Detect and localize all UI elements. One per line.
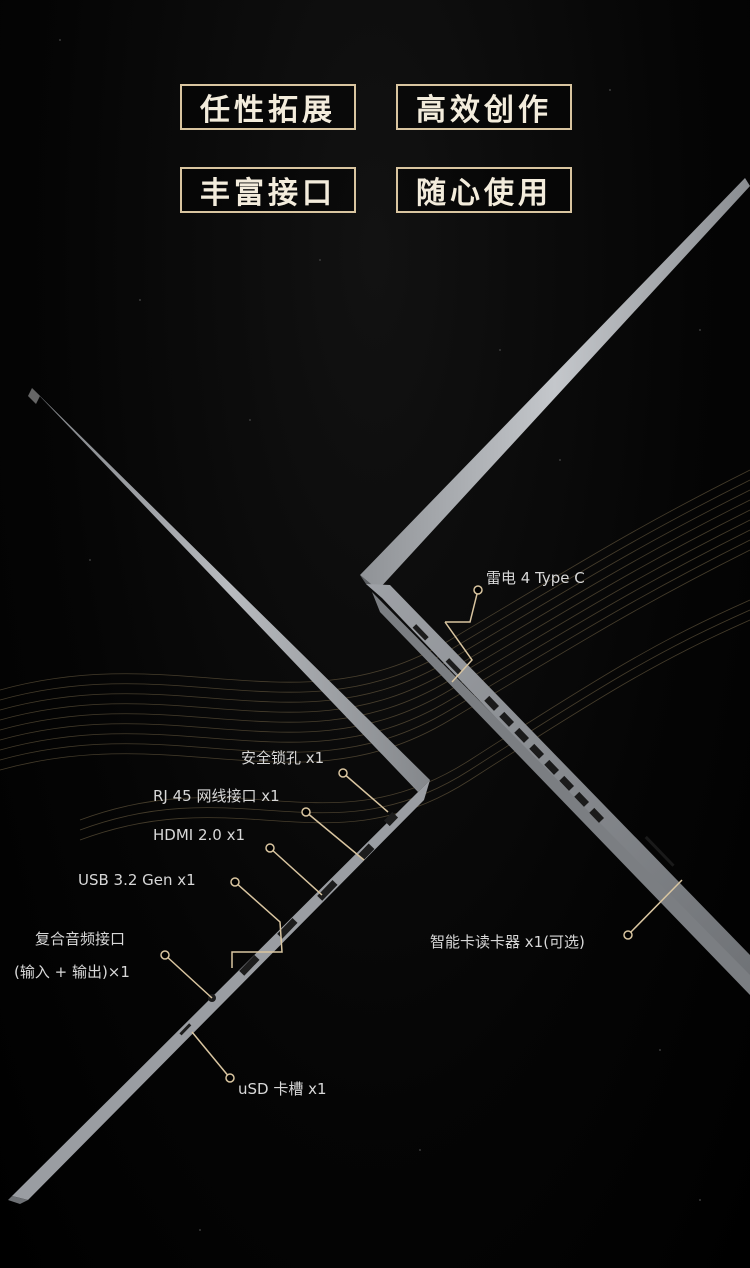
label-rj45: RJ 45 网线接口 x1 <box>153 787 280 805</box>
right-laptop <box>360 178 750 995</box>
label-usd: uSD 卡槽 x1 <box>238 1080 327 1098</box>
label-audio-line2: (输入 + 输出)×1 <box>14 963 130 981</box>
label-hdmi: HDMI 2.0 x1 <box>153 826 246 844</box>
label-card-reader: 智能卡读卡器 x1(可选) <box>430 933 585 951</box>
callout-lines <box>164 589 683 1079</box>
label-lock: 安全锁孔 x1 <box>241 749 325 767</box>
tag-badge-expand: 任性拓展 <box>180 84 356 130</box>
tag-badge-freedom: 随心使用 <box>396 167 572 213</box>
left-port-group <box>179 811 399 1036</box>
label-thunderbolt: 雷电 4 Type C <box>486 569 585 587</box>
gold-wave-lines <box>0 469 750 841</box>
left-laptop <box>8 388 430 1204</box>
label-audio-line1: 复合音频接口 <box>35 930 126 948</box>
tag-badge-creation: 高效创作 <box>396 84 572 130</box>
right-port-group <box>412 624 462 675</box>
vent-slots <box>484 695 605 823</box>
tag-badge-ports: 丰富接口 <box>180 167 356 213</box>
label-usb: USB 3.2 Gen x1 <box>78 871 196 889</box>
callout-dots <box>160 585 633 1083</box>
star-specks <box>39 39 701 1231</box>
